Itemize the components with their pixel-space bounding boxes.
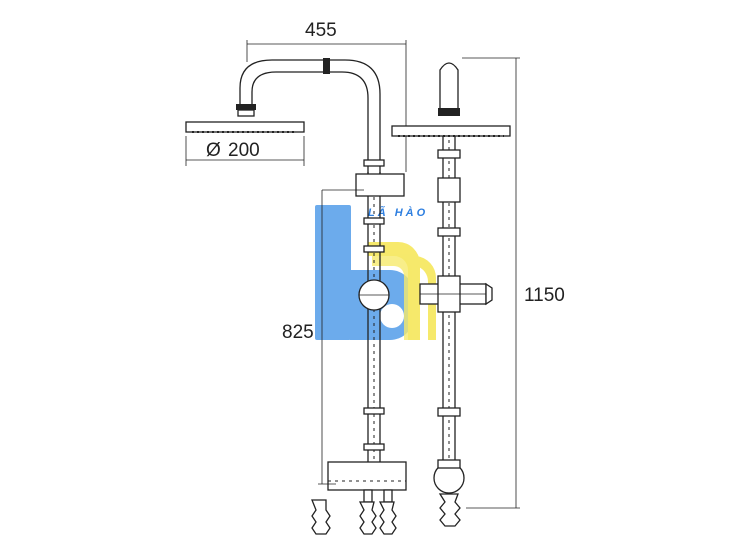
mixer-body [327, 461, 407, 491]
top-clamp [355, 173, 405, 197]
hand-shower-holder [419, 275, 493, 313]
arm-joint-marker [323, 58, 330, 74]
right-shower-assembly: 1150 [391, 57, 565, 527]
right-top-nut [438, 108, 460, 116]
dimension-top-width: 455 [246, 20, 407, 172]
dimension-200-label: 200 [228, 140, 260, 161]
logo-blue-bar [315, 205, 351, 340]
right-inlet-fitting [438, 493, 461, 527]
dimension-455-label: 455 [305, 20, 337, 41]
logo-bowl-hole [380, 304, 404, 328]
dimension-825-label: 825 [282, 322, 314, 343]
spare-inlet-fitting [311, 499, 331, 535]
brand-watermark-text: LÃ HÀO [368, 206, 428, 219]
wall-inlet-fittings [311, 489, 397, 535]
brand-watermark-logo [315, 205, 437, 340]
dimension-1150-label: 1150 [524, 285, 565, 306]
logo-yellow-arc-inner [372, 256, 412, 340]
shower-head-right [391, 125, 511, 137]
diameter-symbol: Ø [206, 140, 221, 161]
left-shower-assembly: Ø 200 825 [185, 58, 407, 535]
arm-nut [236, 104, 256, 110]
logo-yellow-arc-right [416, 256, 437, 340]
shower-head-left [185, 121, 305, 133]
